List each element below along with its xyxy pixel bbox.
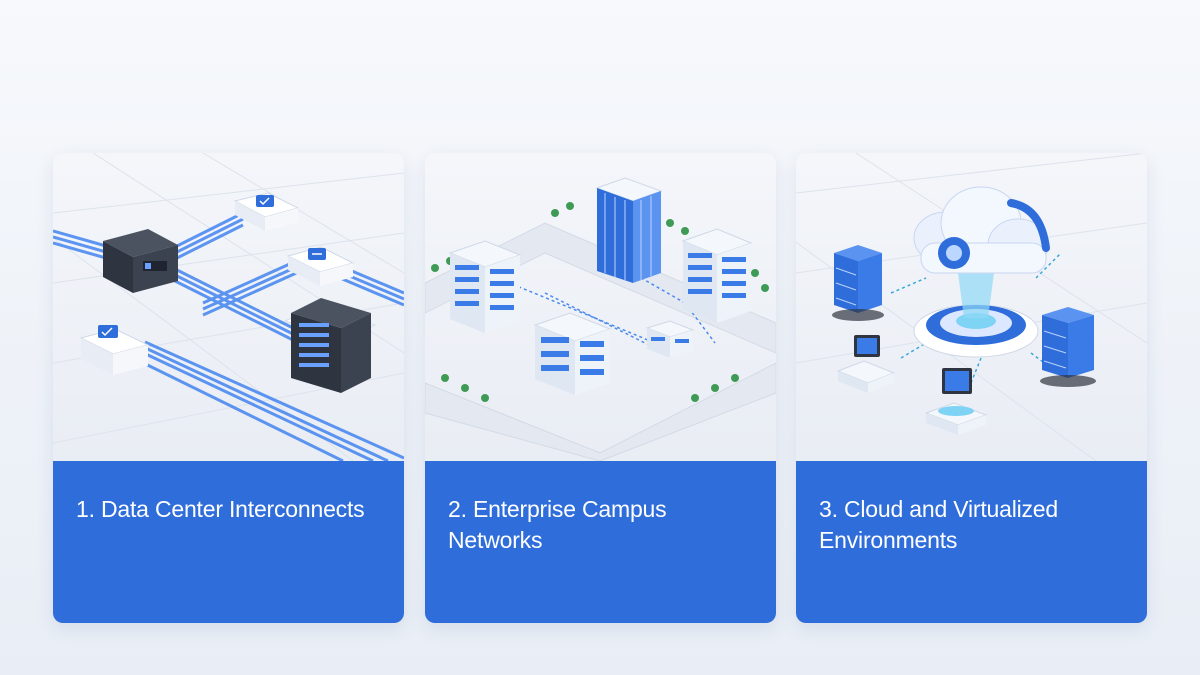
data-center-illustration [53,153,404,461]
cloud-illustration [796,153,1147,461]
card-title: 3. Cloud and Virtualized Environments [819,496,1058,553]
card-label-panel: 3. Cloud and Virtualized Environments [796,461,1147,623]
card-cloud: 3. Cloud and Virtualized Environments [796,153,1147,623]
campus-illustration [425,153,776,461]
card-label-panel: 2. Enterprise Campus Networks [425,461,776,623]
card-title: 1. Data Center Interconnects [76,496,365,522]
card-title: 2. Enterprise Campus Networks [448,496,667,553]
card-data-center: 1. Data Center Interconnects [53,153,404,623]
card-campus: 2. Enterprise Campus Networks [425,153,776,623]
card-label-panel: 1. Data Center Interconnects [53,461,404,623]
